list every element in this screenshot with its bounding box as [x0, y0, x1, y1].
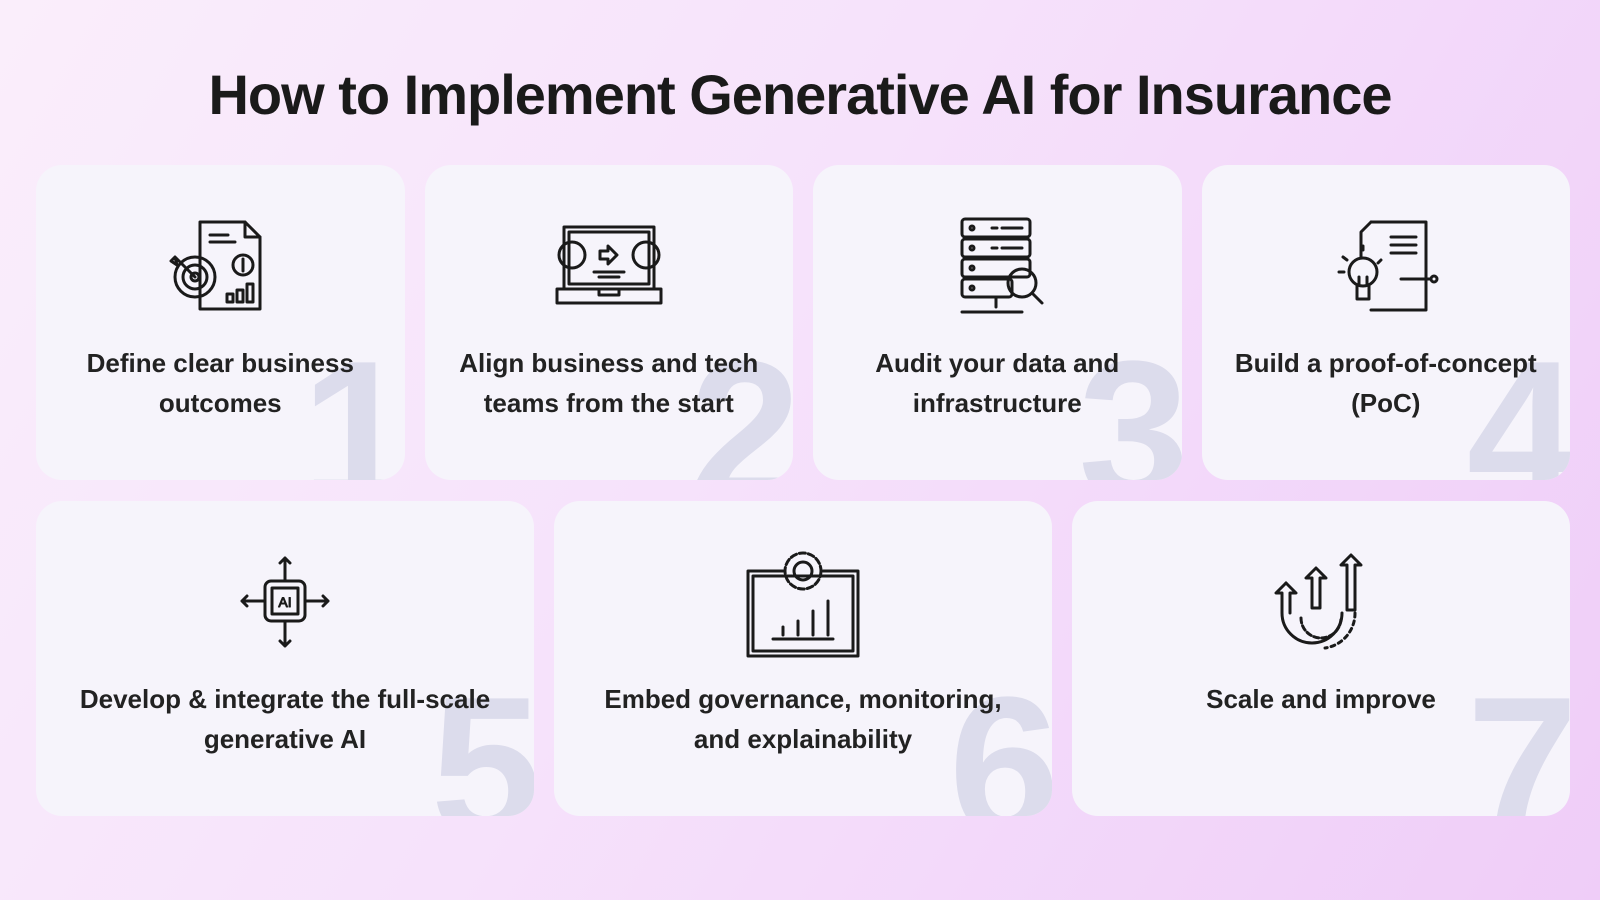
step-card-3: 3 Audit your data and infrastructure	[813, 165, 1182, 480]
target-report-icon	[169, 220, 262, 311]
step-card-4: 4 Build a proof-of-concept (PoC)	[1201, 165, 1570, 481]
step-label: Scale and improve	[1206, 684, 1436, 714]
growth-arrows-icon	[1274, 553, 1363, 650]
laptop-team-icon	[555, 225, 663, 305]
svg-text:AI: AI	[278, 594, 291, 610]
server-search-icon	[960, 217, 1044, 314]
step-card-2: 2 Align business and tech teams from the…	[424, 165, 793, 481]
step-label: Align business and tech teams from the s…	[459, 348, 759, 418]
step-label: Build a proof-of-concept (PoC)	[1234, 348, 1537, 418]
step-number: 4	[1466, 320, 1570, 481]
idea-document-icon	[1337, 220, 1439, 312]
step-number: 3	[1078, 320, 1182, 481]
ai-chip-icon: AI	[240, 556, 330, 648]
step-card-5: 5 AI Develop & integrate the full-scale …	[36, 501, 534, 816]
step-card-7: 7 Scale and improve	[1072, 501, 1570, 816]
step-label: Develop & integrate the full-scale gener…	[79, 684, 491, 754]
step-label: Embed governance, monitoring, and explai…	[604, 684, 1002, 754]
step-label: Define clear business outcomes	[86, 348, 354, 418]
step-number: 6	[948, 656, 1052, 817]
gear-dashboard-icon	[746, 551, 860, 658]
step-number: 2	[689, 320, 793, 481]
step-number: 7	[1466, 656, 1570, 817]
step-card-1: 1 Define clear business outcomes	[36, 165, 405, 480]
step-number: 5	[430, 656, 534, 817]
page-title: How to Implement Generative AI for Insur…	[208, 63, 1392, 126]
step-label: Audit your data and infrastructure	[875, 348, 1120, 418]
step-card-6: 6 Embed governance, monitoring, and expl…	[554, 501, 1052, 816]
step-number: 1	[301, 320, 405, 481]
